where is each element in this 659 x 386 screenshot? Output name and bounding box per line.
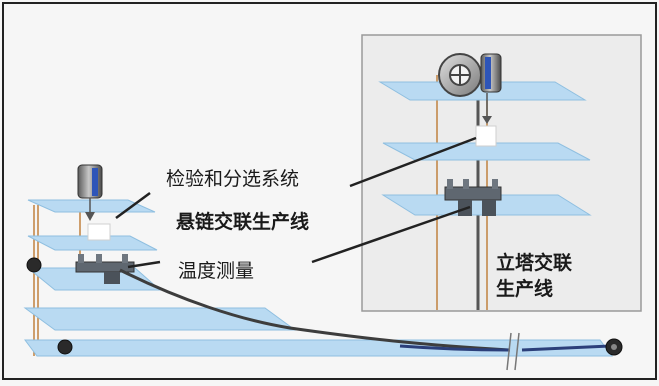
camera-icon [480, 53, 502, 93]
catenary-cable [119, 268, 511, 352]
pointer-temperature-tower [311, 205, 471, 264]
left-arrow-head [85, 212, 95, 221]
tower-platform-2 [382, 142, 591, 161]
tower-line-label-2: 生产线 [496, 278, 554, 300]
break-mark-2 [514, 332, 520, 371]
pointer-inspection-tower [349, 136, 477, 188]
catenary-line-label: 悬链交联生产线 [176, 211, 310, 233]
cable-drum-icon [438, 53, 482, 97]
camera-icon [77, 164, 103, 199]
tower-arrow-head [482, 116, 492, 124]
start-roller-icon [57, 339, 73, 355]
lower-platform [23, 307, 297, 331]
left-platform-1 [27, 199, 156, 213]
pointer-inspection-left [115, 191, 151, 220]
tower-sample-block [475, 125, 497, 147]
end-roller-hub [611, 344, 617, 350]
left-sample-block [87, 223, 111, 241]
left-roller-icon [26, 257, 42, 273]
clamp-icon [444, 179, 502, 216]
catenary-cable-blue [399, 344, 511, 352]
tower-line-label-1: 立塔交联 [496, 252, 573, 274]
ground-strip [24, 339, 613, 357]
pointer-temperature-left [127, 260, 161, 269]
inspection-label: 检验和分选系统 [166, 168, 300, 190]
temperature-label: 温度测量 [178, 260, 255, 282]
break-mark-1 [506, 332, 512, 371]
catenary-cable-end [521, 344, 611, 352]
